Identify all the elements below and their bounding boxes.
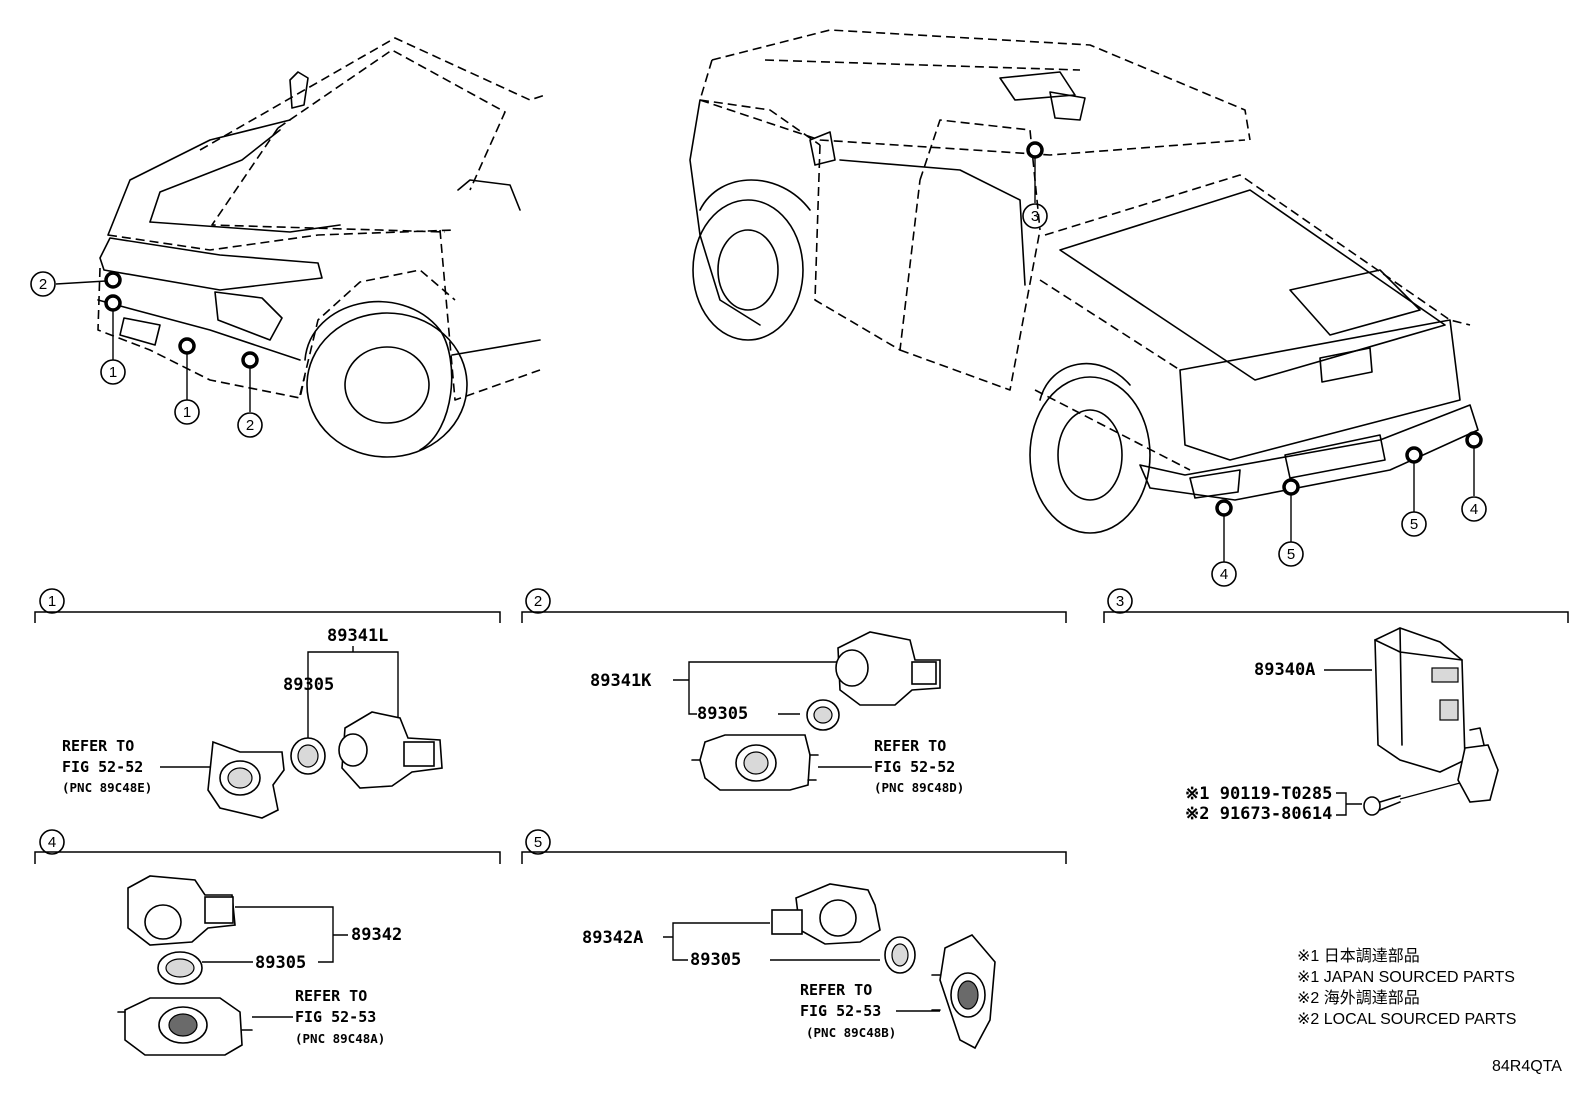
svg-text:(PNC 89C48A): (PNC 89C48A) (295, 1031, 385, 1046)
part-number-89341L[interactable]: 89341L (327, 626, 388, 646)
part-number-89342[interactable]: 89342 (351, 925, 402, 945)
parking-assist-computer-illustration (1374, 627, 1499, 803)
part-number-89340A[interactable]: 89340A (1254, 660, 1315, 680)
bolt-part-japan[interactable]: ※1 90119-T0285 (1185, 784, 1332, 804)
computer-location-dot (1026, 141, 1044, 159)
svg-text:FIG 52-53: FIG 52-53 (295, 1008, 376, 1026)
svg-text:FIG 52-53: FIG 52-53 (800, 1002, 881, 1020)
svg-text:4: 4 (1220, 566, 1228, 583)
sensor-bezel-illustration (931, 934, 996, 1050)
sensor-location-dot (241, 351, 259, 369)
note-japan-en: ※1 JAPAN SOURCED PARTS (1297, 969, 1515, 986)
note-local-jp: ※2 海外調達部品 (1297, 989, 1420, 1007)
retainer-ring-illustration (290, 737, 326, 775)
sensor-bezel-illustration (691, 734, 819, 791)
sensor-location-dot (104, 294, 122, 312)
callout-5-rear-right: 5 (1401, 511, 1427, 537)
callout-4-rear-right: 4 (1461, 496, 1487, 522)
retainer-ring-illustration (157, 951, 203, 985)
svg-text:REFER TO: REFER TO (62, 737, 134, 755)
section-5: 5 89342A 89305 REFER TO FIG 52-53 (PNC 8… (521, 829, 1067, 1050)
svg-text:1: 1 (183, 404, 191, 421)
retainer-ring-illustration (806, 699, 840, 731)
ultrasonic-sensor-illustration (835, 631, 941, 706)
section-2: 2 89341K 89305 REFER TO FIG 52-52 (PNC 8… (521, 588, 1067, 795)
section-3: 3 89340A ※1 90119-T0285 ※2 91673-80614 (1103, 588, 1569, 824)
svg-text:4: 4 (1470, 501, 1478, 518)
section-number: 1 (48, 593, 56, 610)
sensor-location-dot (1465, 431, 1483, 449)
sensor-location-dot (104, 271, 122, 289)
section-4: 4 89342 89305 REFER TO FIG 52-53 (PNC 89… (34, 829, 501, 1056)
part-number-89305[interactable]: 89305 (255, 953, 306, 973)
sensor-location-dot (1215, 499, 1233, 517)
sensor-location-dot (1282, 478, 1300, 496)
callout-3-cabin: 3 (1022, 203, 1048, 229)
part-number-89341K[interactable]: 89341K (590, 671, 652, 691)
callout-1-front: 1 (100, 359, 126, 385)
section-number: 4 (48, 834, 56, 851)
svg-text:REFER TO: REFER TO (874, 737, 946, 755)
sourcing-notes: ※1 日本調達部品 ※1 JAPAN SOURCED PARTS ※2 海外調達… (1297, 947, 1516, 1028)
callout-4-rear-left: 4 (1211, 561, 1237, 587)
sensor-location-dot (1405, 446, 1423, 464)
section-number: 3 (1116, 593, 1124, 610)
sensor-bezel-illustration (117, 997, 253, 1056)
part-number-89305[interactable]: 89305 (697, 704, 748, 724)
part-number-89305[interactable]: 89305 (690, 950, 741, 970)
callout-5-rear-left: 5 (1278, 541, 1304, 567)
section-number: 5 (534, 834, 542, 851)
svg-text:FIG 52-52: FIG 52-52 (874, 758, 955, 776)
svg-text:(PNC 89C48B): (PNC 89C48B) (806, 1025, 896, 1040)
ultrasonic-sensor-illustration (771, 883, 881, 945)
front-vehicle-illustration (97, 37, 546, 458)
callout-1-front-center: 1 (174, 399, 200, 425)
svg-text:2: 2 (246, 417, 254, 434)
sensor-bezel-illustration (207, 740, 285, 819)
note-japan-jp: ※1 日本調達部品 (1297, 947, 1420, 965)
section-1: 1 89341L 89305 REFER TO FIG 52-52 (PNC 8… (34, 588, 501, 819)
part-number-89342A[interactable]: 89342A (582, 928, 643, 948)
svg-text:REFER TO: REFER TO (800, 981, 872, 999)
svg-text:1: 1 (109, 364, 117, 381)
ultrasonic-sensor-illustration (338, 711, 443, 789)
svg-text:3: 3 (1031, 208, 1039, 225)
callout-2-front-right: 2 (237, 412, 263, 438)
svg-text:5: 5 (1410, 516, 1418, 533)
diagram-code: 84R4QTA (1492, 1058, 1562, 1075)
sensor-location-dot (178, 337, 196, 355)
svg-text:REFER TO: REFER TO (295, 987, 367, 1005)
svg-text:(PNC 89C48E): (PNC 89C48E) (62, 780, 152, 795)
svg-text:5: 5 (1287, 546, 1295, 563)
svg-text:FIG 52-52: FIG 52-52 (62, 758, 143, 776)
svg-text:2: 2 (39, 276, 47, 293)
vehicle-callouts: 2 1 1 2 3 4 5 5 (30, 141, 1487, 587)
rear-vehicle-illustration (689, 29, 1479, 534)
bolt-part-local[interactable]: ※2 91673-80614 (1185, 804, 1332, 824)
section-number: 2 (534, 593, 542, 610)
svg-text:(PNC 89C48D): (PNC 89C48D) (874, 780, 964, 795)
note-local-en: ※2 LOCAL SOURCED PARTS (1297, 1011, 1516, 1028)
ultrasonic-sensor-illustration (127, 875, 236, 946)
retainer-ring-illustration (884, 936, 916, 974)
bolt-illustration (1363, 782, 1461, 816)
callout-2-front-left: 2 (30, 271, 56, 297)
